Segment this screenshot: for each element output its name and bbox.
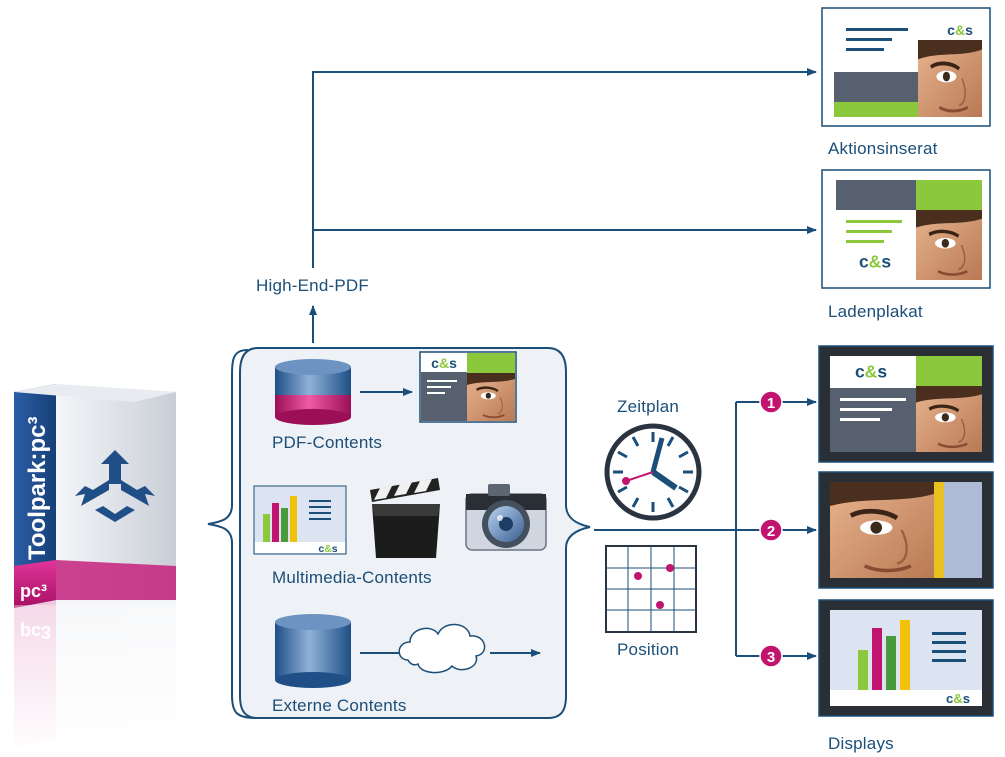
pdf-database-icon [275, 359, 351, 425]
svg-text:1: 1 [767, 395, 775, 412]
svg-text:2: 2 [767, 523, 775, 540]
pdf-poster-thumbnail [419, 351, 517, 423]
zeitplan-label: Zeitplan [617, 397, 680, 416]
svg-text:3: 3 [767, 649, 775, 666]
clock-icon [604, 423, 702, 521]
external-database-icon [275, 614, 351, 688]
display-marker-3: 3 [759, 644, 783, 668]
pc3-badge: pc³ [20, 581, 47, 601]
display-1-screen [818, 345, 994, 463]
aktionsinserat-label: Aktionsinserat [828, 139, 938, 158]
aktionsinserat-thumbnail [821, 7, 991, 127]
clapperboard-icon [370, 478, 440, 558]
display-marker-1: 1 [759, 390, 783, 414]
toolpark-vertical-name: Toolpark:pc³ [24, 416, 51, 560]
ladenplakat-thumbnail [821, 169, 991, 289]
left-brace [207, 349, 257, 719]
position-grid-icon [605, 545, 697, 633]
externe-contents-label: Externe Contents [272, 696, 407, 715]
pdf-contents-label: PDF-Contents [272, 433, 383, 452]
toolpark-product-box: Toolpark:pc³ pc³ pc3 [10, 384, 180, 755]
display-3-screen [818, 599, 994, 717]
ladenplakat-label: Ladenplakat [828, 302, 923, 321]
position-label: Position [617, 640, 680, 659]
displays-label: Displays [828, 734, 894, 753]
high-end-pdf-label: High-End-PDF [256, 276, 369, 295]
chart-card-icon [253, 485, 347, 555]
display-marker-2: 2 [759, 518, 783, 542]
display-2-screen [818, 471, 994, 589]
cloud-icon [398, 623, 486, 674]
multimedia-contents-label: Multimedia-Contents [272, 568, 432, 587]
toolpark-logo-icon [75, 450, 155, 522]
camera-icon [465, 484, 547, 551]
